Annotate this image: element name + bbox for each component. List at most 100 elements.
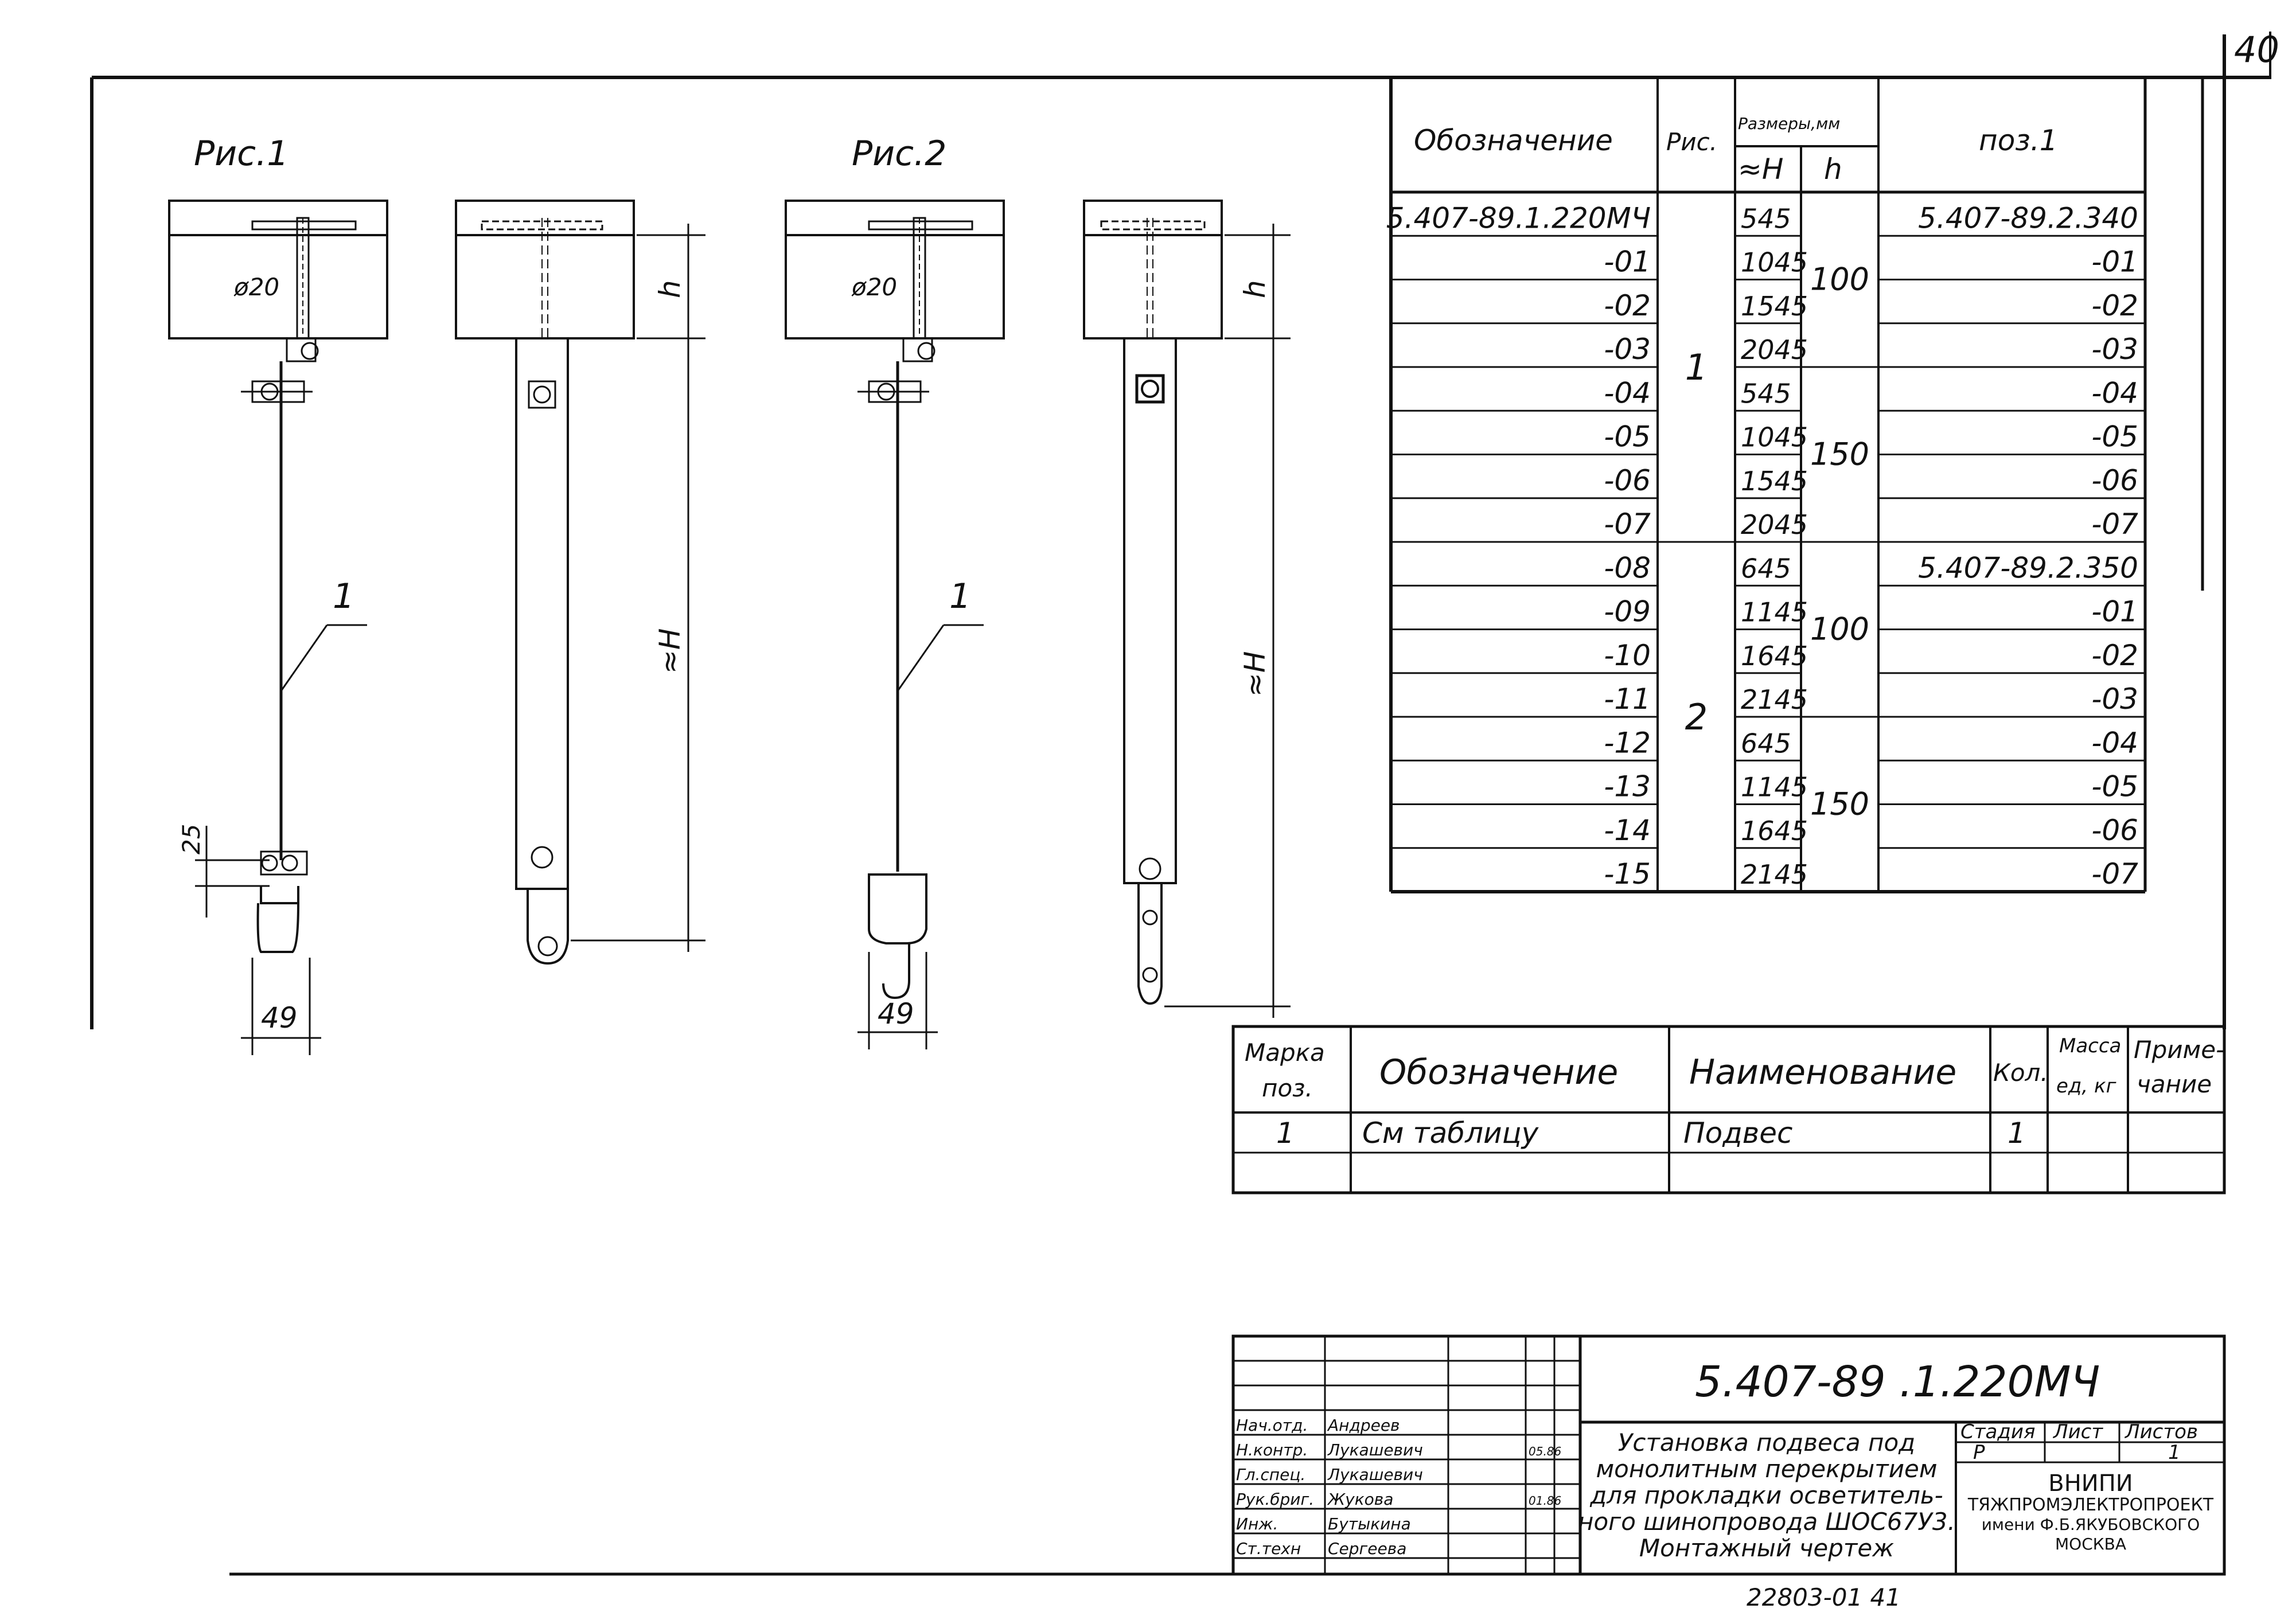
dt-cell-designation: -06	[1604, 464, 1651, 497]
tb-name: Бутыкина	[1328, 1514, 1411, 1533]
dt-cell-designation: -01	[1604, 245, 1651, 279]
figure-1-side-view: Рис.1 ø20 25 49 1	[168, 134, 388, 1055]
dt-cell-designation: -14	[1604, 814, 1651, 847]
tb-stage-label: Стадия	[1960, 1420, 2035, 1443]
dim-H-label-fig1: ≈H	[653, 628, 687, 674]
spec-header-mass-2: ед, кг	[2056, 1075, 2117, 1098]
dt-cell-designation: -02	[1604, 289, 1651, 322]
dt-cell-h: 150	[1810, 436, 1869, 473]
tb-title-line: для прокладки осветитель-	[1589, 1481, 1943, 1509]
dt-cell-designation: -05	[1604, 420, 1651, 454]
tb-role: Н.контр.	[1236, 1440, 1308, 1459]
tb-name: Лукашевич	[1327, 1440, 1423, 1459]
dt-cell-pos1: 5.407-89.2.340	[1918, 201, 2138, 235]
dt-header-pos1: поз.1	[1979, 124, 2058, 157]
tb-stage: Р	[1973, 1441, 1985, 1464]
dt-cell-H: 1545	[1741, 291, 1808, 322]
tb-org-line: ТЯЖПРОМЭЛЕКТРОПРОЕКТ	[1967, 1495, 2214, 1515]
tb-sheet-label: Лист	[2052, 1420, 2103, 1443]
spec-header-name: Наименование	[1689, 1052, 1956, 1092]
tb-title-line: Установка подвеса под	[1618, 1428, 1915, 1457]
dt-header-H: ≈H	[1738, 153, 1784, 186]
dt-cell-pos1: 5.407-89.2.350	[1918, 551, 2138, 584]
tb-name: Лукашевич	[1327, 1465, 1423, 1484]
dim-H-label-fig2: ≈H	[1238, 651, 1272, 697]
spec-row-qty: 1	[2007, 1116, 2026, 1150]
tb-org-line: МОСКВА	[2055, 1535, 2126, 1553]
dt-cell-H: 1645	[1741, 815, 1808, 846]
tb-title-line: монолитным перекрытием	[1596, 1455, 1937, 1483]
dt-cell-pos1: -07	[2091, 508, 2138, 541]
tb-role: Ст.техн	[1236, 1539, 1301, 1558]
page-number: 40	[2234, 29, 2279, 71]
dt-cell-H: 1045	[1741, 422, 1808, 453]
tb-name: Сергеева	[1328, 1539, 1406, 1558]
dt-cell-H: 645	[1741, 728, 1791, 759]
specification-table: Марка поз. Обозначение Наименование Кол.…	[1231, 1025, 2226, 1194]
dt-cell-designation: 5.407-89.1.220МЧ	[1386, 201, 1651, 235]
dt-cell-H: 1545	[1741, 466, 1808, 497]
dt-cell-designation: -04	[1604, 376, 1651, 409]
pos-callout-fig1: 1	[333, 576, 354, 616]
dim-25-label: 25	[177, 824, 205, 854]
dt-cell-pos1: -04	[2091, 726, 2138, 759]
dt-cell-pos1: -06	[2091, 814, 2138, 847]
tb-title-line: Монтажный чертеж	[1639, 1534, 1894, 1562]
dt-cell-H: 545	[1741, 378, 1791, 409]
dimension-table: 5.407-89.1.220МЧ 545 5.407-89.2.340 -01 1045…	[1386, 77, 2147, 893]
tb-role: Нач.отд.	[1236, 1416, 1308, 1435]
dt-cell-fig: 2	[1685, 696, 1708, 738]
tb-role: Гл.спец.	[1236, 1465, 1305, 1484]
dt-cell-designation: -08	[1604, 551, 1651, 584]
tb-sheets: 1	[2168, 1441, 2181, 1464]
dt-cell-pos1: -01	[2091, 595, 2138, 628]
dt-cell-pos1: -06	[2091, 464, 2138, 497]
dt-cell-H: 2145	[1741, 684, 1808, 715]
sheet-frame	[90, 32, 2271, 1576]
tb-date: 05.86	[1529, 1445, 1561, 1458]
tb-date: 01.86	[1529, 1494, 1561, 1508]
bottom-code: 22803-01 41	[1747, 1583, 1901, 1611]
dt-cell-pos1: -05	[2091, 420, 2138, 454]
figure-2-side-view: Рис.2 ø20 49 1	[785, 134, 1005, 1049]
dt-cell-H: 545	[1741, 203, 1791, 234]
tb-doc-code: 5.407-89 .1.220МЧ	[1695, 1357, 2100, 1407]
dt-cell-designation: -12	[1604, 726, 1651, 759]
dt-cell-pos1: -03	[2091, 333, 2138, 366]
spec-header-mark-1: Марка	[1245, 1039, 1325, 1067]
dt-cell-designation: -11	[1604, 682, 1651, 716]
tb-role: Инж.	[1236, 1514, 1278, 1533]
dim-49-label-fig2: 49	[878, 997, 914, 1030]
tb-name: Андреев	[1327, 1416, 1400, 1435]
dt-cell-H: 1645	[1741, 641, 1808, 672]
pos-callout-fig2: 1	[949, 576, 971, 616]
spec-header-note-2: чание	[2137, 1070, 2212, 1098]
spec-row-mark: 1	[1276, 1116, 1295, 1150]
dt-cell-designation: -10	[1604, 639, 1651, 672]
dt-cell-fig: 1	[1685, 346, 1708, 388]
dim-49-label-fig1: 49	[261, 1001, 298, 1034]
dt-cell-h: 150	[1810, 786, 1869, 822]
dt-cell-H: 1145	[1741, 772, 1808, 803]
spec-row-designation: См таблицу	[1362, 1116, 1539, 1150]
dim-h-label-fig2: h	[1238, 280, 1272, 298]
dt-cell-H: 2045	[1741, 509, 1808, 540]
dt-cell-pos1: -03	[2091, 682, 2138, 716]
dt-header-fig: Рис.	[1666, 128, 1717, 156]
tb-role: Рук.бриг.	[1236, 1490, 1314, 1509]
tb-org-line: имени Ф.Б.ЯКУБОВСКОГО	[1982, 1515, 2200, 1534]
dt-cell-designation: -03	[1604, 333, 1651, 366]
dt-cell-pos1: -02	[2091, 639, 2138, 672]
tb-sheets-label: Листов	[2124, 1420, 2198, 1443]
dim-h-label-fig1: h	[653, 280, 687, 298]
dt-cell-H: 2145	[1741, 859, 1808, 890]
spec-header-qty: Кол.	[1993, 1059, 2048, 1087]
dt-cell-h: 100	[1810, 261, 1869, 298]
dt-cell-H: 2045	[1741, 334, 1808, 365]
dt-header-sizes: Размеры,мм	[1738, 114, 1840, 133]
spec-header-note-1: Приме-	[2134, 1036, 2224, 1064]
dt-cell-H: 1145	[1741, 597, 1808, 628]
dt-cell-designation: -07	[1604, 508, 1651, 541]
dt-cell-pos1: -04	[2091, 376, 2138, 409]
